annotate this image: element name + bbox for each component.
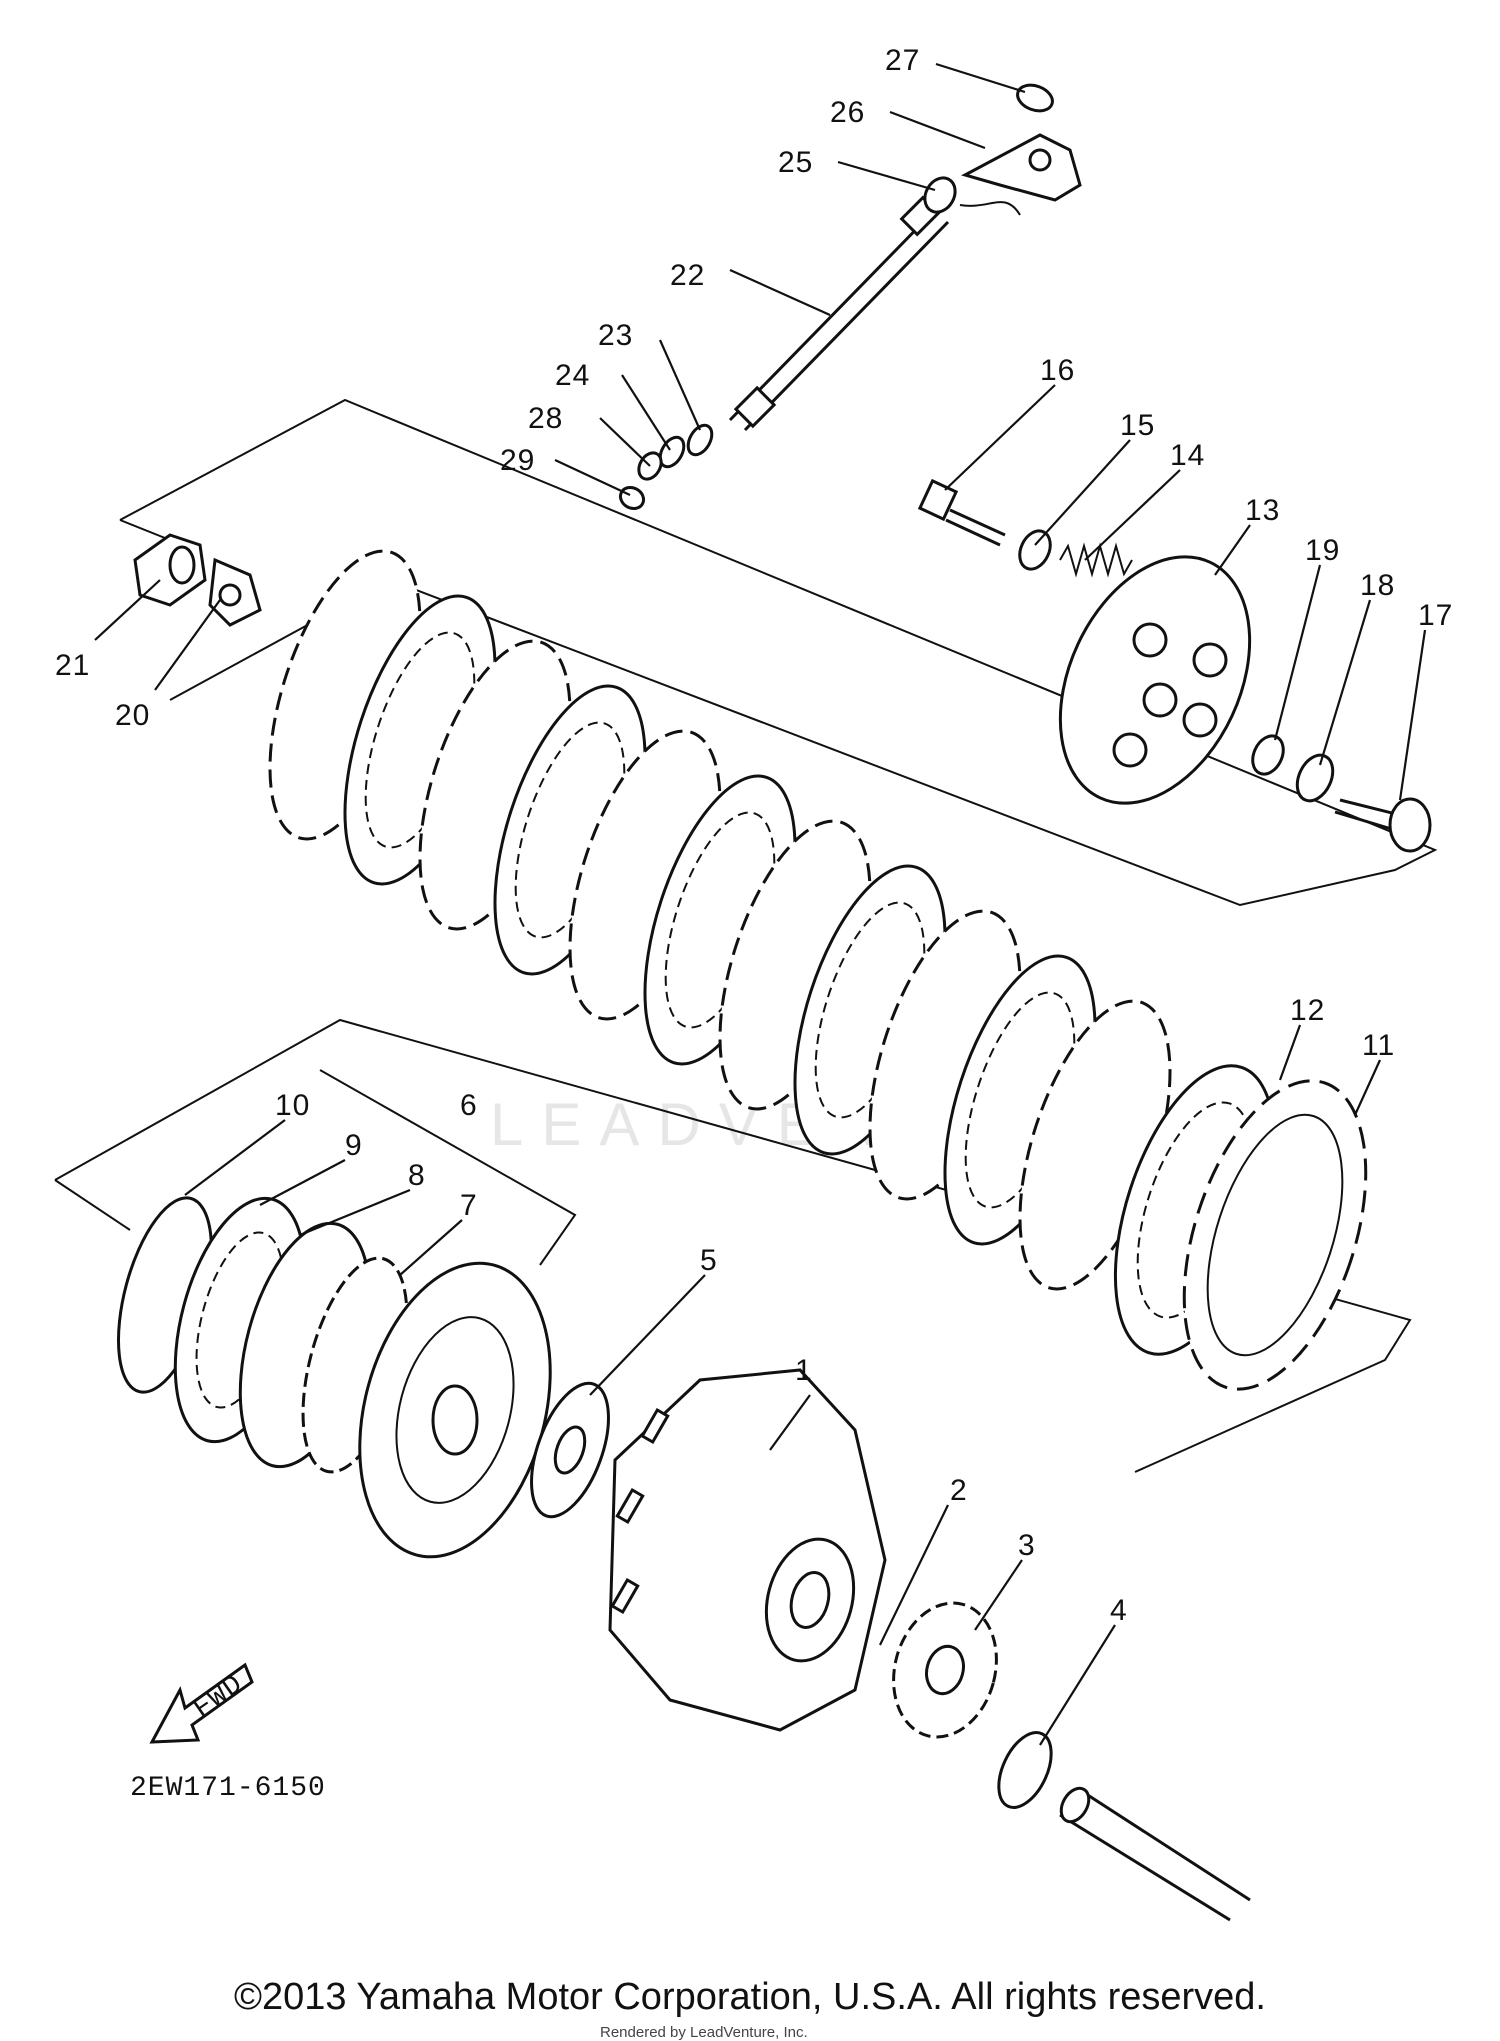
clutch-boss-1 — [608, 1368, 887, 1732]
lever-26 — [959, 133, 1082, 216]
push-rod-22 — [728, 195, 950, 432]
callout-25: 25 — [778, 146, 813, 179]
callout-3: 3 — [1018, 1529, 1036, 1562]
callout-11: 11 — [1362, 1029, 1395, 1062]
lock-washer-20 — [208, 557, 262, 627]
callout-20: 20 — [115, 699, 150, 732]
push-rod-17 — [1334, 797, 1432, 853]
washer-19 — [1251, 734, 1285, 776]
callout-2: 2 — [950, 1474, 968, 1507]
bearing-18 — [1295, 753, 1335, 803]
callout-28: 28 — [528, 402, 563, 435]
clutch-plate-stack — [268, 549, 1368, 1391]
callout-4: 4 — [1110, 1594, 1128, 1627]
callout-7: 7 — [460, 1189, 478, 1222]
callout-1: 1 — [795, 1354, 813, 1387]
callout-13: 13 — [1245, 494, 1280, 527]
washer-15 — [1018, 529, 1052, 571]
callout-18: 18 — [1360, 569, 1395, 602]
callout-24: 24 — [555, 359, 590, 392]
callout-23: 23 — [598, 319, 633, 352]
main-axle — [1059, 1786, 1251, 1922]
callout-16: 16 — [1040, 354, 1075, 387]
copyright-notice: ©2013 Yamaha Motor Corporation, U.S.A. A… — [234, 1976, 1266, 2018]
gear-3 — [892, 1601, 998, 1739]
callout-9: 9 — [345, 1129, 363, 1162]
fwd-arrow-icon: FWD — [149, 1662, 254, 1744]
callout-21: 21 — [55, 649, 90, 682]
callout-29: 29 — [500, 444, 535, 477]
callout-10: 10 — [275, 1089, 310, 1122]
callout-27: 27 — [885, 44, 920, 77]
washers-23-24-28-29 — [618, 423, 714, 511]
friction-plate-11 — [1182, 1079, 1368, 1391]
callout-6: 6 — [460, 1089, 478, 1122]
callout-12: 12 — [1290, 994, 1325, 1027]
callout-15: 15 — [1120, 409, 1155, 442]
spring-14 — [1059, 542, 1133, 578]
thrust-washer-5 — [530, 1381, 610, 1519]
callout-5: 5 — [700, 1244, 718, 1277]
callout-26: 26 — [830, 96, 865, 129]
circlip-4 — [997, 1731, 1053, 1809]
callout-19: 19 — [1305, 534, 1340, 567]
callout-leaders — [94, 62, 1427, 1746]
callout-17: 17 — [1418, 599, 1453, 632]
pressure-plate-13 — [1058, 555, 1252, 805]
callout-numbers: 1 2 3 4 5 6 7 8 9 10 11 12 13 14 15 16 1… — [55, 44, 1453, 1627]
diagram-code: 2EW171-6150 — [130, 1773, 326, 1804]
callout-14: 14 — [1170, 439, 1205, 472]
callout-8: 8 — [408, 1159, 426, 1192]
primary-driven-gear-6 — [358, 1261, 552, 1559]
nut-27 — [1016, 83, 1054, 113]
bolt-16 — [917, 478, 1006, 547]
callout-22: 22 — [670, 259, 705, 292]
render-credit: Rendered by LeadVenture, Inc. — [600, 2024, 808, 2041]
primary-gear-bracket — [54, 1018, 1412, 1473]
